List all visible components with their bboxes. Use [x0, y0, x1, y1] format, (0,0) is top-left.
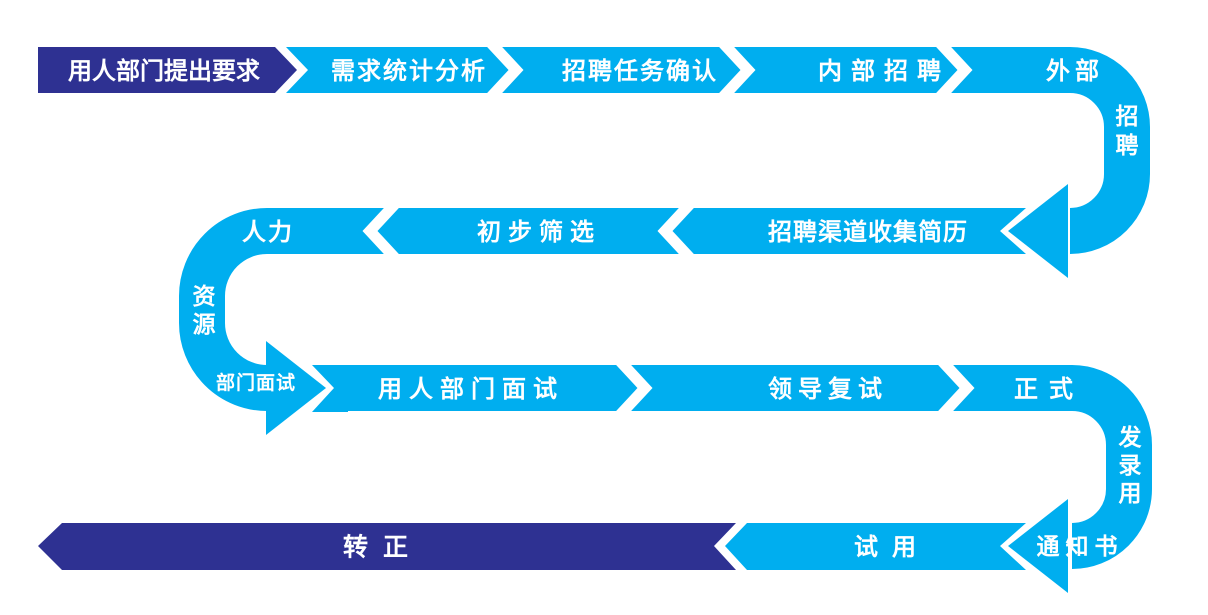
chevron-separator-icon	[934, 38, 973, 102]
step-label-offer-letter-v2: 录	[1119, 453, 1142, 479]
step-label-hr-interview-v1: 资	[193, 284, 216, 310]
step-label-internal-recruitment: 内部招聘	[818, 57, 950, 85]
flow-band-row3-notch	[312, 365, 348, 412]
chevron-separator-icon	[717, 38, 756, 102]
step-label-external-recruitment-h: 外部	[1046, 57, 1104, 85]
step-label-probation: 试用	[854, 533, 930, 561]
step-label-offer-letter-v3: 用	[1119, 481, 1142, 507]
step-label-external-recruitment-v2: 聘	[1116, 133, 1139, 159]
flow-arrowhead-left-icon	[1008, 499, 1068, 593]
step-label-collect-resumes: 招聘渠道收集简历	[768, 218, 968, 246]
final-step-arrow	[38, 523, 736, 570]
start-step-arrow	[38, 47, 297, 93]
step-label-initial-screening: 初步筛选	[477, 218, 601, 246]
step-label-external-recruitment-v1: 招	[1116, 103, 1139, 130]
step-label-offer-letter-v1: 发	[1118, 424, 1142, 451]
step-label-hr-interview-tail: 部门面试	[216, 371, 296, 394]
chevron-separator-icon	[936, 356, 975, 420]
step-label-hr-interview-h: 人力	[242, 218, 294, 246]
step-label-offer-letter-tail: 通知书	[1037, 533, 1124, 560]
flow-band-row2	[179, 208, 995, 411]
chevron-separator-icon	[362, 199, 401, 263]
step-label-offer-letter-h: 正式	[1014, 375, 1084, 403]
step-label-demand-statistics-analysis: 需求统计分析	[331, 57, 487, 85]
chevron-separator-icon	[485, 38, 524, 102]
step-label-regularization: 转正	[343, 533, 423, 562]
flow-band-row1-notch	[286, 47, 320, 93]
step-label-hr-interview-v2: 源	[193, 312, 216, 338]
step-label-request-by-department: 用人部门提出要求	[68, 57, 260, 85]
flow-band-row2-notch	[990, 208, 1026, 254]
flow-band-row1	[315, 47, 1150, 254]
flow-arrowhead-left-icon	[1008, 184, 1068, 278]
flow-arrowhead-right-icon	[266, 341, 326, 435]
flow-band-row3	[343, 365, 1152, 569]
chevron-separator-icon	[614, 356, 653, 420]
flow-band-probation	[725, 523, 1026, 570]
step-label-recruitment-task-confirmation: 招聘任务确认	[562, 57, 718, 85]
chevron-separator-icon	[657, 199, 696, 263]
step-label-hiring-department-interview: 用人部门面试	[378, 375, 564, 403]
step-label-leader-second-interview: 领导复试	[768, 375, 888, 403]
